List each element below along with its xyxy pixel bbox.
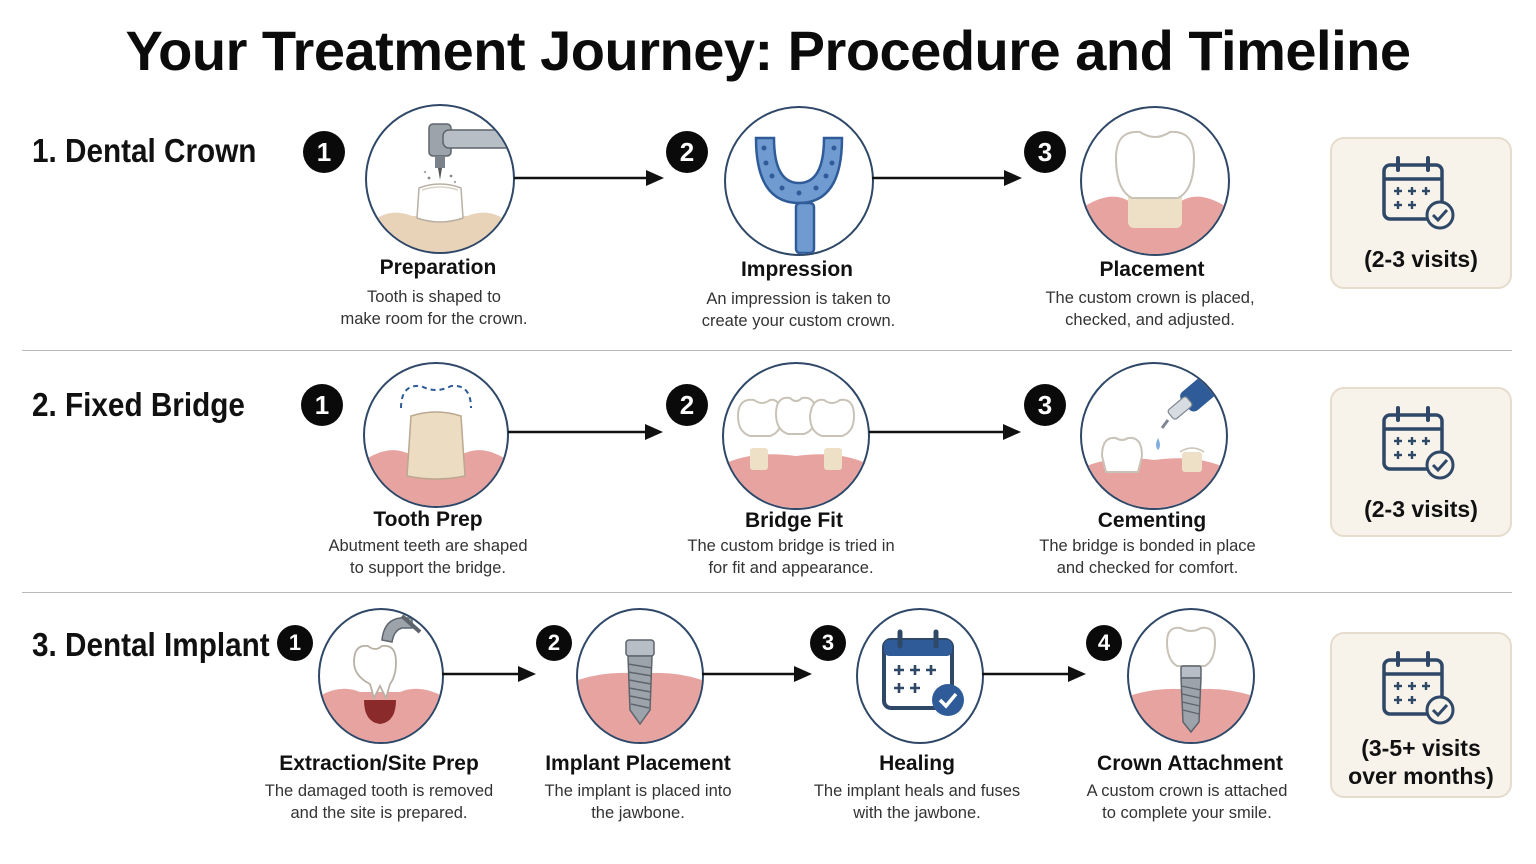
visits-label: (3-5+ visits over months) [1332, 734, 1510, 790]
step-title: Impression [740, 258, 854, 281]
step-number-badge: 2 [666, 131, 708, 173]
healing-calendar-icon [856, 608, 984, 744]
step-title: Cementing [1097, 509, 1207, 532]
visits-line: (2-3 visits) [1364, 246, 1478, 272]
description-line: Tooth is shaped to [367, 288, 501, 306]
step-title: Healing [879, 752, 955, 775]
visits-card: (2-3 visits) [1330, 137, 1512, 289]
implant-crown-icon [1127, 608, 1255, 744]
calendar-check-icon [1382, 406, 1455, 480]
step-description: Tooth is shaped to make room for the cro… [304, 286, 564, 330]
flow-arrow [702, 666, 812, 682]
visits-line: (3-5+ visits [1361, 735, 1481, 761]
step-description: Abutment teeth are shaped to support the… [292, 535, 564, 579]
calendar-check-icon [1382, 651, 1455, 725]
step-description: The custom crown is placed, checked, and… [1015, 287, 1285, 331]
step-title: Placement [1099, 258, 1205, 281]
page-title: Your Treatment Journey: Procedure and Ti… [125, 19, 1411, 82]
description-line: and checked for comfort. [1056, 559, 1239, 577]
flow-arrow [982, 666, 1086, 682]
description-line: The custom bridge is tried in [687, 537, 895, 555]
description-line: The implant heals and fuses [813, 782, 1021, 800]
step-title: Preparation [379, 256, 497, 279]
extraction-icon [318, 608, 444, 744]
description-line: to complete your smile. [1102, 804, 1272, 822]
visits-label: (2-3 visits) [1332, 245, 1510, 273]
description-line: create your custom crown. [701, 312, 896, 330]
visits-card: (3-5+ visits over months) [1330, 632, 1512, 798]
description-line: An impression is taken to [706, 290, 891, 308]
divider [22, 592, 1512, 593]
step-number-badge: 3 [810, 625, 846, 661]
step-number-badge: 1 [277, 625, 313, 661]
visits-card: (2-3 visits) [1330, 387, 1512, 537]
step-number-badge: 1 [301, 384, 343, 426]
description-line: The implant is placed into [544, 782, 732, 800]
tooth-prep-icon [363, 362, 509, 508]
step-description: The custom bridge is tried in for fit an… [655, 535, 927, 579]
description-line: The bridge is bonded in place [1039, 537, 1256, 555]
step-description: The implant is placed into the jawbone. [508, 780, 768, 824]
row-title-dental-crown: 1. Dental Crown [32, 132, 257, 169]
visits-label: (2-3 visits) [1332, 495, 1510, 523]
description-line: for fit and appearance. [708, 559, 874, 577]
step-title: Extraction/Site Prep [279, 752, 479, 775]
calendar-check-icon [1382, 156, 1455, 230]
description-line: The damaged tooth is removed [264, 782, 494, 800]
step-description: An impression is taken to create your cu… [666, 288, 931, 332]
step-description: A custom crown is attached to complete y… [1056, 780, 1318, 824]
step-description: The implant heals and fuses with the jaw… [786, 780, 1048, 824]
impression-tray-icon [724, 106, 874, 256]
description-line: with the jawbone. [853, 804, 981, 822]
description-line: and the site is prepared. [290, 804, 468, 822]
step-description: The damaged tooth is removed and the sit… [248, 780, 510, 824]
bridge-icon [722, 362, 870, 510]
step-number-badge: 2 [666, 384, 708, 426]
row-title-fixed-bridge: 2. Fixed Bridge [32, 386, 245, 423]
description-line: The custom crown is placed, [1045, 289, 1255, 307]
description-line: Abutment teeth are shaped [328, 537, 528, 555]
step-title: Crown Attachment [1097, 752, 1283, 775]
implant-post-icon [576, 608, 704, 744]
step-title: Implant Placement [545, 752, 731, 775]
description-line: checked, and adjusted. [1065, 311, 1235, 329]
crown-tooth-icon [1080, 106, 1230, 256]
step-number-badge: 4 [1086, 625, 1122, 661]
visits-line: (2-3 visits) [1364, 496, 1478, 522]
step-number-badge: 3 [1024, 384, 1066, 426]
step-description: The bridge is bonded in place and checke… [1010, 535, 1285, 579]
flow-arrow [872, 170, 1022, 186]
row-title-dental-implant: 3. Dental Implant [32, 626, 270, 663]
description-line: make room for the crown. [340, 310, 528, 328]
step-number-badge: 2 [536, 625, 572, 661]
cement-syringe-icon [1080, 362, 1228, 510]
step-title: Bridge Fit [745, 509, 843, 532]
drill-preparation-icon [365, 104, 515, 254]
step-number-badge: 3 [1024, 131, 1066, 173]
description-line: A custom crown is attached [1086, 782, 1288, 800]
step-title: Tooth Prep [373, 508, 483, 531]
flow-arrow [508, 424, 663, 440]
visits-line: over months) [1348, 763, 1494, 789]
flow-arrow [869, 424, 1021, 440]
step-number-badge: 1 [303, 131, 345, 173]
flow-arrow [442, 666, 536, 682]
flow-arrow [514, 170, 664, 186]
divider [22, 350, 1512, 351]
description-line: the jawbone. [591, 804, 685, 822]
description-line: to support the bridge. [350, 559, 506, 577]
